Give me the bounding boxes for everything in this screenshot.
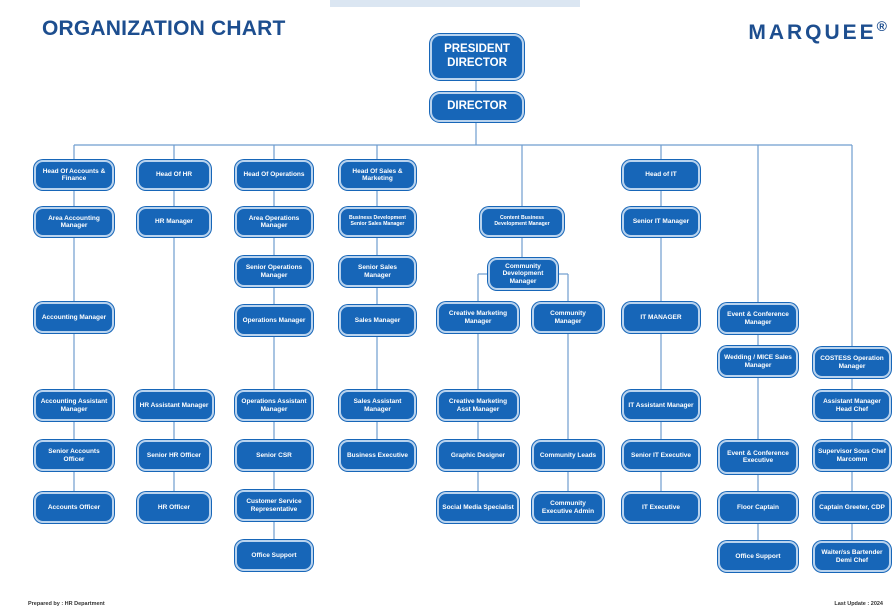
node-it-manager: IT MANAGER	[622, 302, 700, 333]
brand-name: MARQUEE	[748, 21, 877, 44]
node-office-support-operations: Office Support	[235, 540, 313, 571]
node-social-media-specialist: Social Media Specialist	[437, 492, 519, 523]
node-sales-assistant-manager: Sales Assistant Manager	[339, 390, 416, 421]
node-senior-sales-manager: Senior Sales Manager	[339, 256, 416, 287]
node-senior-csr: Senior CSR	[235, 440, 313, 471]
node-president-director: PRESIDENT DIRECTOR	[430, 34, 524, 80]
node-it-executive: IT Executive	[622, 492, 700, 523]
node-accounting-assistant-manager: Accounting Assistant Manager	[34, 390, 114, 421]
node-office-support-events: Office Support	[718, 541, 798, 572]
node-wedding-mice-sales-manager: Wedding / MICE Sales Manager	[718, 346, 798, 377]
node-community-executive-admin: Community Executive Admin	[532, 492, 604, 523]
node-creative-marketing-asst-manager: Creative Marketing Asst Manager	[437, 390, 519, 421]
node-accounting-manager: Accounting Manager	[34, 302, 114, 333]
registered-mark: ®	[876, 18, 887, 34]
brand-logo: MARQUEE®	[748, 18, 887, 45]
top-decor-bar	[330, 0, 580, 7]
node-community-leads: Community Leads	[532, 440, 604, 471]
node-sales-manager: Sales Manager	[339, 305, 416, 336]
node-senior-hr-officer: Senior HR Officer	[137, 440, 211, 471]
footer-last-update: Last Update : 2024	[834, 601, 883, 607]
node-customer-service-representative: Customer Service Representative	[235, 490, 313, 521]
node-hr-officer: HR Officer	[137, 492, 211, 523]
node-supervisor-sous-chef-marcomm: Supervisor Sous Chef Marcomm	[813, 440, 891, 471]
node-graphic-designer: Graphic Designer	[437, 440, 519, 471]
node-senior-it-executive: Senior IT Executive	[622, 440, 700, 471]
node-hr-assistant-manager: HR Assistant Manager	[134, 390, 214, 421]
node-event-conference-manager: Event & Conference Manager	[718, 303, 798, 334]
node-head-operations: Head Of Operations	[235, 160, 313, 190]
page-title: ORGANIZATION CHART	[42, 17, 286, 40]
node-operations-manager: Operations Manager	[235, 305, 313, 336]
node-waiter-bartender-demi-chef: Waiter/ss Bartender Demi Chef	[813, 541, 891, 572]
node-captain-greeter-cdp: Captain Greeter, CDP	[813, 492, 891, 523]
node-creative-marketing-manager: Creative Marketing Manager	[437, 302, 519, 333]
node-head-accounts-finance: Head Of Accounts & Finance	[34, 160, 114, 190]
node-costess-operation-manager: COSTESS Operation Manager	[813, 347, 891, 378]
node-senior-it-manager: Senior IT Manager	[622, 207, 700, 237]
node-business-development-senior-sales-manager: Business Development Senior Sales Manage…	[339, 207, 416, 237]
node-content-business-development-manager: Content Business Development Manager	[480, 207, 564, 237]
node-area-operations-manager: Area Operations Manager	[235, 207, 313, 237]
node-operations-assistant-manager: Operations Assistant Manager	[235, 390, 313, 421]
node-head-sales-marketing: Head Of Sales & Marketing	[339, 160, 416, 190]
node-senior-operations-manager: Senior Operations Manager	[235, 256, 313, 287]
node-senior-accounts-officer: Senior Accounts Officer	[34, 440, 114, 471]
node-accounts-officer: Accounts Officer	[34, 492, 114, 523]
node-head-it: Head of IT	[622, 160, 700, 190]
node-area-accounting-manager: Area Accounting Manager	[34, 207, 114, 237]
footer-prepared-by: Prepared by : HR Department	[28, 601, 105, 607]
node-head-hr: Head Of HR	[137, 160, 211, 190]
node-it-assistant-manager: IT Assistant Manager	[622, 390, 700, 421]
node-event-conference-executive: Event & Conference Executive	[718, 440, 798, 474]
node-community-manager: Community Manager	[532, 302, 604, 333]
node-director: DIRECTOR	[430, 92, 524, 122]
node-business-executive: Business Executive	[339, 440, 416, 471]
node-community-development-manager: Community Development Manager	[488, 258, 558, 290]
node-assistant-manager-head-chef: Assistant Manager Head Chef	[813, 390, 891, 421]
node-hr-manager: HR Manager	[137, 207, 211, 237]
node-floor-captain: Floor Captain	[718, 492, 798, 523]
